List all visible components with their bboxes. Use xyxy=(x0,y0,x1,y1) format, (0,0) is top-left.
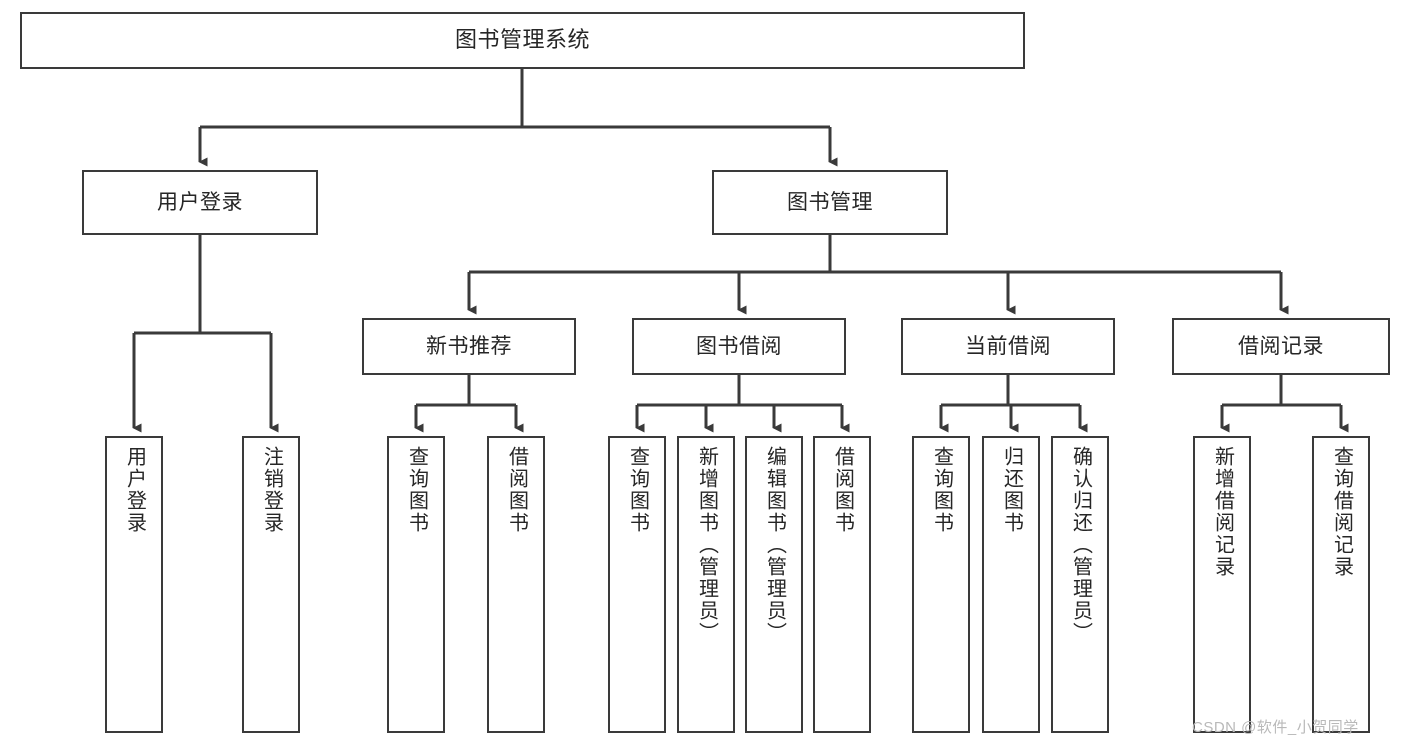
node-label: 编辑图书（管理员） xyxy=(763,446,786,644)
node-label: 借阅记录 xyxy=(1238,334,1324,358)
node-leaf-logout[interactable]: 注销登录 xyxy=(242,436,300,733)
node-label: 查询图书 xyxy=(405,446,428,534)
node-label: 用户登录 xyxy=(157,190,243,214)
node-label: 查询图书 xyxy=(930,446,953,534)
node-leaf-edit-book[interactable]: 编辑图书（管理员） xyxy=(745,436,803,733)
node-leaf-query-book-cb[interactable]: 查询图书 xyxy=(912,436,970,733)
node-label: 借阅图书 xyxy=(831,446,854,534)
node-new-book-rec[interactable]: 新书推荐 xyxy=(362,318,576,375)
node-label: 查询借阅记录 xyxy=(1330,446,1353,578)
node-leaf-add-book[interactable]: 新增图书（管理员） xyxy=(677,436,735,733)
node-label: 图书管理 xyxy=(787,190,873,214)
node-label: 图书管理系统 xyxy=(454,27,590,53)
node-label: 新增图书（管理员） xyxy=(695,446,718,644)
node-leaf-confirm-return[interactable]: 确认归还（管理员） xyxy=(1051,436,1109,733)
node-leaf-query-book-rec[interactable]: 查询图书 xyxy=(387,436,445,733)
node-label: 借阅图书 xyxy=(505,446,528,534)
node-root[interactable]: 图书管理系统 xyxy=(20,12,1025,69)
node-book-borrow[interactable]: 图书借阅 xyxy=(632,318,846,375)
node-label: 注销登录 xyxy=(260,446,283,534)
node-leaf-return-book[interactable]: 归还图书 xyxy=(982,436,1040,733)
node-label: 图书借阅 xyxy=(696,334,782,358)
node-label: 新增借阅记录 xyxy=(1211,446,1234,578)
node-leaf-borrow-book-bb[interactable]: 借阅图书 xyxy=(813,436,871,733)
node-borrow-record[interactable]: 借阅记录 xyxy=(1172,318,1390,375)
node-label: 归还图书 xyxy=(1000,446,1023,534)
node-user-login[interactable]: 用户登录 xyxy=(82,170,318,235)
node-label: 当前借阅 xyxy=(965,334,1051,358)
node-leaf-query-book-bb[interactable]: 查询图书 xyxy=(608,436,666,733)
node-label: 新书推荐 xyxy=(426,334,512,358)
node-leaf-query-record[interactable]: 查询借阅记录 xyxy=(1312,436,1370,733)
node-leaf-borrow-book-rec[interactable]: 借阅图书 xyxy=(487,436,545,733)
csdn-watermark: CSDN @软件_小贺同学 xyxy=(1192,719,1359,736)
node-current-borrow[interactable]: 当前借阅 xyxy=(901,318,1115,375)
node-label: 查询图书 xyxy=(626,446,649,534)
node-leaf-add-record[interactable]: 新增借阅记录 xyxy=(1193,436,1251,733)
node-label: 用户登录 xyxy=(123,446,146,534)
node-book-manage[interactable]: 图书管理 xyxy=(712,170,948,235)
node-label: 确认归还（管理员） xyxy=(1069,446,1092,644)
node-leaf-user-login[interactable]: 用户登录 xyxy=(105,436,163,733)
